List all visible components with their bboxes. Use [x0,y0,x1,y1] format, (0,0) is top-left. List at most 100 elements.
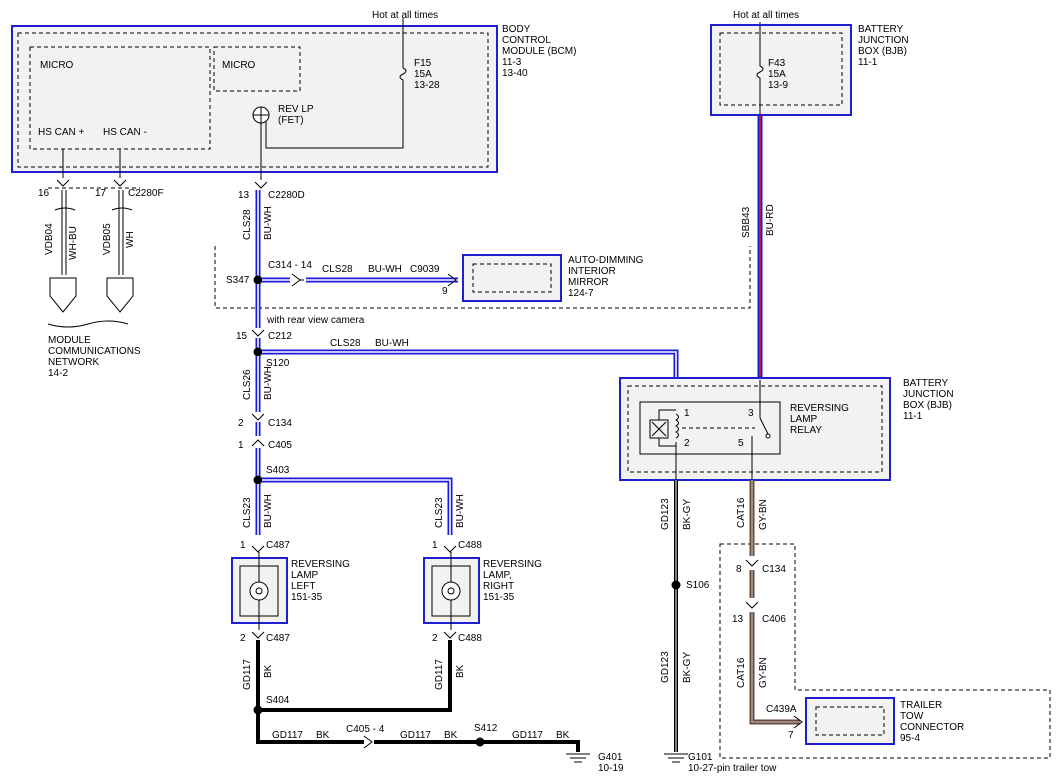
pin-17: 17 [95,188,107,199]
c487-c488-connector-icons [251,545,457,553]
f15-fuse-wire [265,18,407,149]
s404-label: S404 [266,695,290,706]
cat16-label-a: CAT16 [736,497,747,528]
s120-splice [253,347,263,357]
bu-wh-label-c: BU-WH [375,338,409,349]
bjb-top-box [710,24,852,116]
gd117-label-b3: GD117 [512,730,543,741]
hot-at-all-times-bcm: Hot at all times [372,10,438,21]
c212-connector-icon [251,329,265,337]
pin-2-c487: 2 [240,633,246,644]
s347-label: S347 [226,275,250,286]
vdb05-label: VDB05 [102,223,113,255]
seven-pin-trailer-tow-label: 7-pin trailer tow [708,763,777,774]
bjb-mid-title: BATTERY JUNCTION BOX (BJB) 11-1 [903,378,956,422]
f15-fuse-label: F15 15A 13-28 [414,58,440,91]
c405-4-label: C405 - 4 [346,724,385,735]
c487-label-bottom: C487 [266,633,290,644]
cat16-label-b: CAT16 [736,657,747,688]
cls28-label-c: CLS28 [330,338,361,349]
relay-label: REVERSING LAMP RELAY [790,403,852,436]
bk-gy-label-a: BK-GY [682,499,693,530]
c439a-label: C439A [766,704,797,715]
cls28-label-a: CLS28 [242,209,253,240]
g401-ground-icon [566,753,590,763]
trailer-tow: 7-pin trailer tow CAT16 GY-BN 8 C134 13 … [708,442,1051,774]
wire-sbb43: SBB43 BU-RD [741,115,776,380]
gd117-label-right: GD117 [434,659,445,690]
gd117-label-left: GD117 [242,659,253,690]
bcm-module: MICRO MICRO HS CAN + HS CAN - BODY CONTR… [11,10,579,173]
s347-splice [253,275,263,285]
bk-label-left: BK [263,664,274,678]
c134-label-b: C134 [762,564,786,575]
wire-gd123: S106 GD123 BK-GY GD123 BK-GY G101 10-2 [660,442,715,774]
bjb-top-title: BATTERY JUNCTION BOX (BJB) 11-1 [858,24,911,68]
pin-1-c488: 1 [432,540,438,551]
sbb43-label: SBB43 [741,206,752,238]
trailer-tow-region [719,543,1051,759]
hot-at-all-times-bjb: Hot at all times [733,10,799,21]
bu-wh-label-right: BU-WH [455,494,466,528]
lamp-right-label: REVERSING LAMP, RIGHT 151-35 [483,559,545,603]
c406-label: C406 [762,614,786,625]
c488-label-top: C488 [458,540,482,551]
mirror-box [462,254,562,302]
bu-wh-label-d: BU-WH [263,366,274,400]
pin-16: 16 [38,188,50,199]
s403-splice [253,475,263,485]
relay-pin-3: 3 [748,408,754,419]
pin-15: 15 [236,331,248,342]
can-wires: 16 17 C2280F VDB04 WH-BU VDB05 WH MODULE… [38,149,164,379]
g101-ground-icon [664,753,688,763]
hs-can-plus-label: HS CAN + [38,127,85,138]
lamp-left-bulb-icon [249,581,269,601]
c134-label-a: C134 [268,418,292,429]
bk-label-right: BK [455,664,466,678]
pin-8: 8 [736,564,742,575]
g101-label: G101 10-2 [688,752,715,774]
rear-view-camera-label: with rear view camera [266,315,365,326]
c405-4-connector-icon [363,735,373,749]
g401-label: G401 10-19 [598,752,625,774]
micro-right-label: MICRO [222,60,256,71]
pin-13: 13 [238,190,250,201]
pin-1-c487: 1 [240,540,246,551]
rear-view-camera-region [214,246,751,309]
c212-label: C212 [268,331,292,342]
lamp-branch: CLS23 BU-WH CLS23 BU-WH 1 C487 1 C488 RE… [231,477,545,644]
bk-label-b1: BK [316,730,330,741]
c405-label: C405 [268,440,292,451]
lamp-left-label: REVERSING LAMP LEFT 151-35 [291,559,353,603]
cls23-label-right: CLS23 [434,497,445,528]
hs-can-minus-label: HS CAN - [103,127,147,138]
gy-bn-label-a: GY-BN [758,499,769,530]
c2280f-connector-icon [56,179,127,187]
pin-9: 9 [442,286,448,297]
rev-lp-label: REV LP (FET) [278,104,316,126]
ground-wires: S404 GD117 BK GD117 BK GD117 BK C405 - 4… [242,640,625,774]
relay-box [639,401,781,455]
c487-label-top: C487 [266,540,290,551]
relay-pin-5: 5 [738,438,744,449]
bk-label-b3: BK [556,730,570,741]
c9039-label: C9039 [410,264,440,275]
bu-rd-label: BU-RD [765,204,776,236]
vdb04-label: VDB04 [44,223,55,255]
pin-2-c488: 2 [432,633,438,644]
s120-label: S120 [266,358,290,369]
c2280d-label: C2280D [268,190,305,201]
s404-splice [253,705,263,715]
bcm-title: BODY CONTROL MODULE (BCM) 11-3 13-40 [502,24,579,79]
mirror-branch: S347 C314 - 14 CLS28 BU-WH C9039 9 AUTO-… [226,254,646,302]
mirror-label: AUTO-DIMMING INTERIOR MIRROR 124-7 [568,255,646,299]
wh-label: WH [125,231,136,248]
network-arrow-left-icon [49,277,77,313]
bjb-top: Hot at all times F43 15A 13-9 BATTERY JU… [710,10,911,116]
c134-connector-icon-b [745,559,759,567]
pin-7: 7 [788,730,794,741]
relay-pin-1: 1 [684,408,690,419]
trailer-connector-label: TRAILER TOW CONNECTOR 95-4 [900,700,967,744]
trailer-connector-box [805,697,895,745]
cls23-label-left: CLS23 [242,497,253,528]
